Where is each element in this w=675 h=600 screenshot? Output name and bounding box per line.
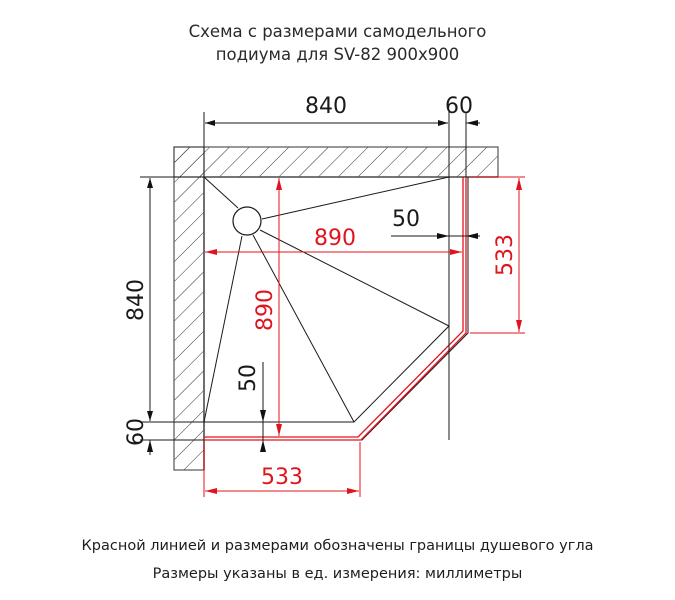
wall-top [173, 146, 499, 178]
dim-label: 533 [261, 465, 303, 490]
dim-label: 890 [314, 226, 356, 251]
diagram-title-line-2: подиума для SV-82 900x900 [215, 45, 460, 64]
dim-label: 840 [124, 279, 149, 321]
shower-boundary-red [204, 177, 467, 441]
dim-label: 50 [392, 207, 420, 232]
caption-line-1: Красной линией и размерами обозначены гр… [81, 538, 594, 554]
dim-red-890-vertical: 890 [253, 178, 282, 436]
dim-label: 60 [124, 418, 149, 446]
dim-top-840: 840 60 [203, 94, 480, 440]
dim-left-840: 840 60 [124, 176, 204, 455]
dim-label: 50 [236, 364, 261, 392]
dim-red-533-bottom: 533 [203, 442, 361, 497]
dim-label: 840 [305, 94, 347, 119]
dim-red-533-right: 533 [470, 176, 525, 334]
drain-icon [232, 206, 262, 236]
dim-red-890-horizontal: 890 [205, 226, 462, 255]
dim-label: 890 [253, 289, 278, 331]
caption-line-2: Размеры указаны в ед. измерения: миллиме… [152, 566, 523, 582]
dim-label: 533 [493, 234, 518, 276]
dim-bottom-50: 50 [236, 362, 266, 452]
slope-lines [203, 176, 450, 423]
dim-label: 60 [445, 94, 473, 119]
dim-right-50: 50 [391, 207, 480, 239]
diagram-title-line-1: Схема с размерами самодельного [188, 22, 487, 41]
